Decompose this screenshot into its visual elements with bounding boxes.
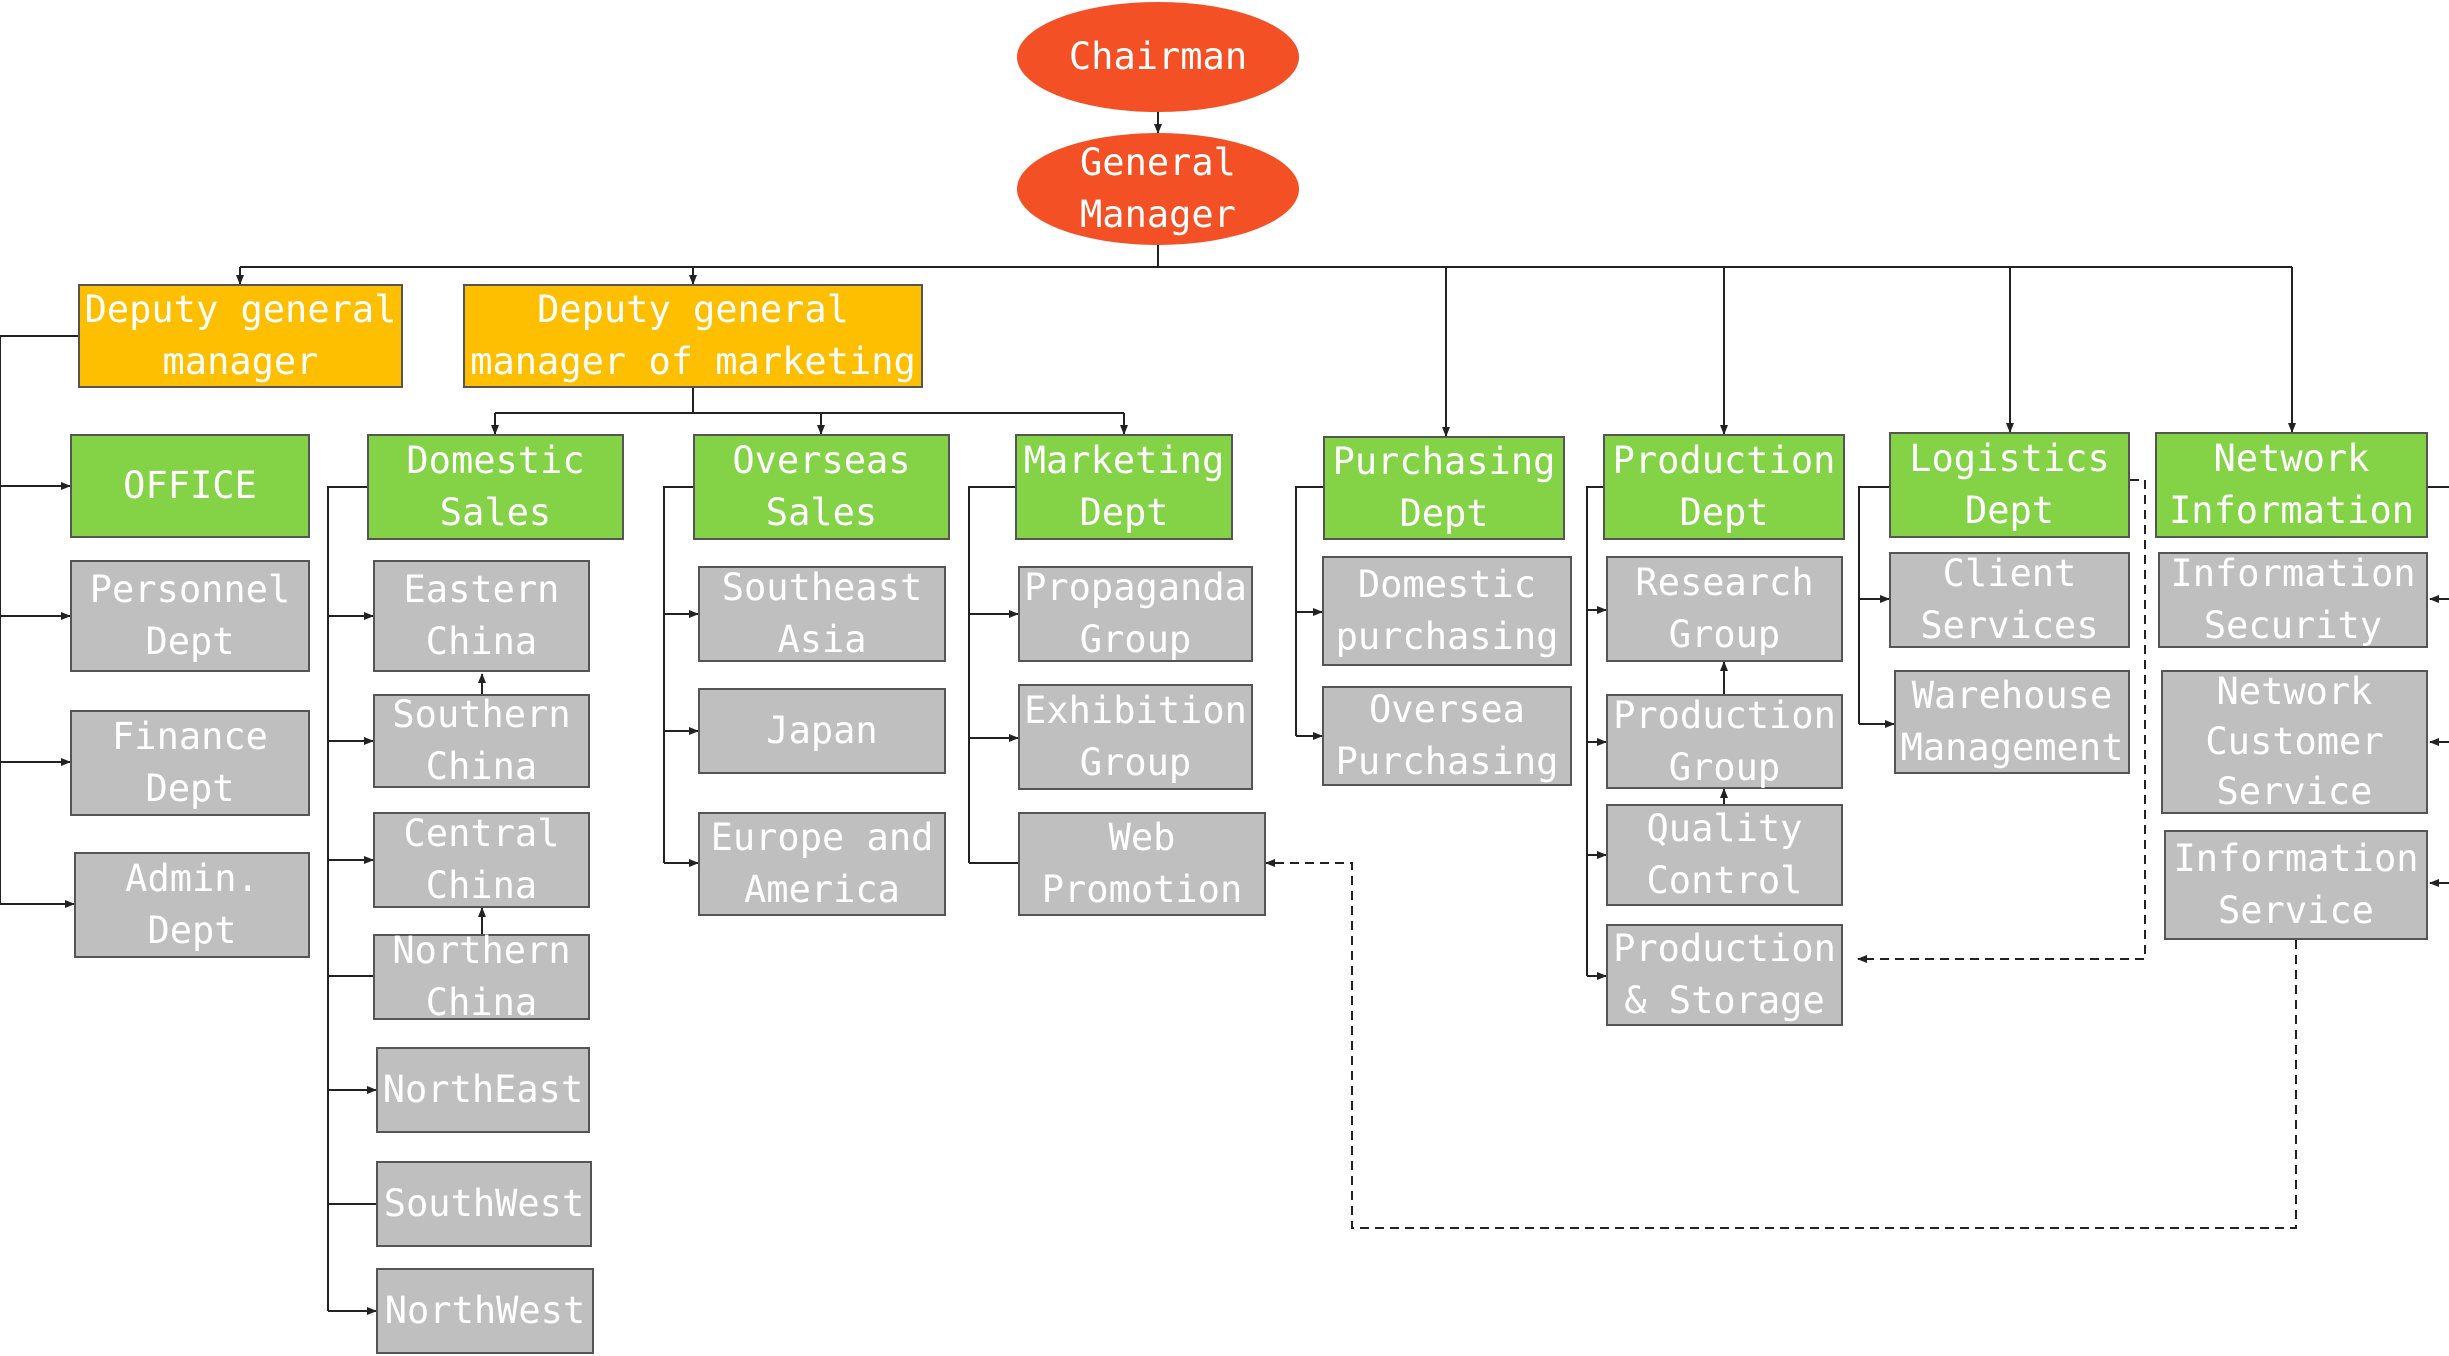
connector: [663, 486, 693, 863]
node-exhibition-group: Exhibition Group: [1018, 684, 1253, 790]
node-information-security: Information Security: [2158, 552, 2428, 648]
node-production-dept: Production Dept: [1603, 434, 1845, 540]
node-finance-dept: Finance Dept: [70, 710, 310, 816]
node-deputy-gm-marketing: Deputy general manager of marketing: [463, 284, 923, 388]
node-admin-dept: Admin. Dept: [74, 852, 310, 958]
node-chairman: Chairman: [1017, 2, 1299, 112]
node-network-information: Network Information: [2155, 432, 2428, 538]
node-production-group: Production Group: [1606, 694, 1843, 789]
connector: [968, 486, 1015, 863]
node-information-service: Information Service: [2164, 830, 2428, 940]
dashed-connector: [1265, 859, 2297, 1229]
node-northwest: NorthWest: [376, 1268, 594, 1354]
node-research-group: Research Group: [1606, 556, 1843, 662]
node-purchasing-dept: Purchasing Dept: [1323, 436, 1565, 540]
connector: [495, 388, 1124, 414]
node-quality-control: Quality Control: [1606, 804, 1843, 906]
node-general-manager: General Manager: [1017, 133, 1299, 245]
node-southwest: SouthWest: [376, 1161, 592, 1247]
connector: [1295, 486, 1323, 736]
node-japan: Japan: [698, 688, 946, 774]
node-client-services: Client Services: [1889, 552, 2130, 648]
node-web-promotion: Web Promotion: [1018, 812, 1266, 916]
node-domestic-purchasing: Domestic purchasing: [1322, 556, 1572, 666]
connector: [1586, 486, 1603, 976]
node-warehouse-management: Warehouse Management: [1894, 670, 2130, 774]
node-marketing-dept: Marketing Dept: [1015, 434, 1233, 540]
connector: [240, 245, 2292, 268]
node-europe-america: Europe and America: [698, 812, 946, 916]
node-oversea-purchasing: Oversea Purchasing: [1322, 686, 1572, 786]
node-northeast: NorthEast: [376, 1047, 590, 1133]
node-overseas-sales: Overseas Sales: [693, 434, 950, 540]
dashed-connector: [1857, 479, 2146, 963]
node-eastern-china: Eastern China: [373, 560, 590, 672]
node-southeast-asia: Southeast Asia: [698, 566, 946, 662]
connector: [0, 335, 78, 904]
node-domestic-sales: Domestic Sales: [367, 434, 624, 540]
node-deputy-general-manager: Deputy general manager: [78, 284, 403, 388]
node-network-customer-service: Network Customer Service: [2161, 670, 2428, 814]
node-central-china: Central China: [373, 812, 590, 908]
node-propaganda-group: Propaganda Group: [1018, 566, 1253, 662]
node-personnel-dept: Personnel Dept: [70, 560, 310, 672]
node-southern-china: Southern China: [373, 693, 590, 788]
node-office: OFFICE: [70, 434, 310, 538]
node-logistics-dept: Logistics Dept: [1889, 432, 2130, 538]
node-production-storage: Production & Storage: [1606, 924, 1843, 1026]
connector: [1858, 486, 1889, 724]
node-northern-china: Northern China: [373, 929, 590, 1024]
connector: [327, 486, 367, 1311]
